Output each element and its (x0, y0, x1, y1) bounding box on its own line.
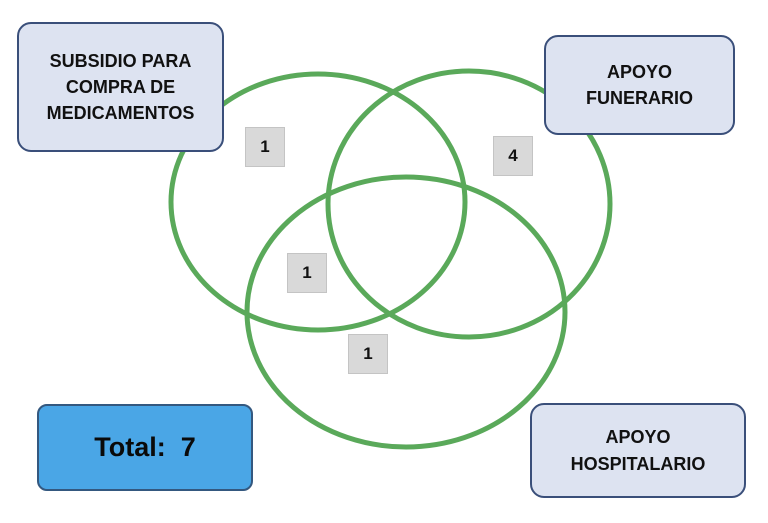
count-hospitalario-only: 1 (348, 334, 388, 374)
count-medicamentos-only: 1 (245, 127, 285, 167)
label-apoyo-funerario: APOYO FUNERARIO (544, 35, 735, 135)
label-funerario-line-1: APOYO (606, 61, 672, 82)
label-subsidio-medicamentos: SUBSIDIO PARA COMPRA DE MEDICAMENTOS (17, 22, 224, 152)
circle-funerario (325, 68, 613, 340)
label-apoyo-hospitalario: APOYO HOSPITALARIO (530, 403, 746, 498)
label-hospitalario-line-1: APOYO (605, 427, 671, 448)
label-medicamentos-line-1: SUBSIDIO PARA (49, 50, 192, 71)
label-medicamentos-line-3: MEDICAMENTOS (46, 103, 195, 124)
label-medicamentos-line-2: COMPRA DE (65, 76, 176, 97)
circle-medicamentos (168, 71, 468, 333)
count-medicamentos-hospitalario: 1 (287, 253, 327, 293)
label-funerario-line-2: FUNERARIO (586, 88, 693, 108)
label-hospitalario-line-2: HOSPITALARIO (570, 453, 706, 474)
total-box: Total: 7 (37, 404, 253, 491)
circle-hospitalario (244, 174, 568, 450)
count-funerario-only: 4 (493, 136, 533, 176)
